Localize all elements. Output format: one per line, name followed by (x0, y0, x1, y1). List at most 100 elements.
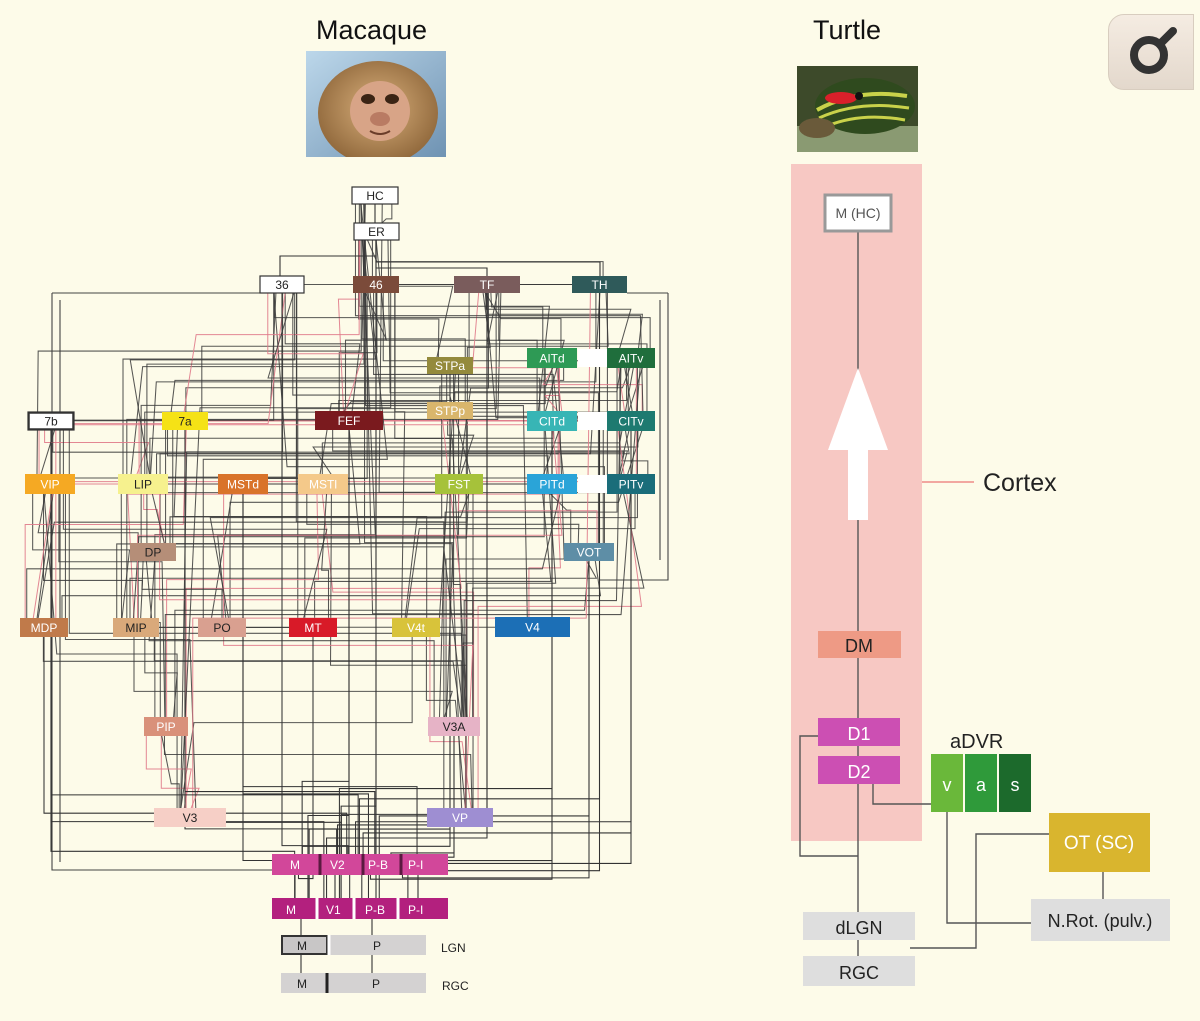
macaque-area-label: MDP (31, 621, 58, 635)
turtle-title: Turtle (813, 15, 882, 45)
svg-text:dLGN: dLGN (835, 918, 882, 938)
v2-cell-pi: P-I (408, 858, 423, 872)
macaque-area-label: AITd (539, 352, 564, 366)
macaque-area-label: FST (448, 478, 471, 492)
rgc-cell-p: P (372, 977, 380, 991)
macaque-area-label: V4t (407, 621, 426, 635)
v2-row[interactable]: M V2 P-B P-I (272, 854, 448, 875)
lgn-label: LGN (441, 941, 466, 955)
v2-cell-m: M (290, 858, 300, 872)
svg-text:D2: D2 (847, 762, 870, 782)
macaque-area-v3[interactable]: V3 (154, 808, 226, 827)
macaque-area-label: STPp (435, 404, 465, 418)
macaque-area-mip[interactable]: MIP (113, 618, 159, 637)
up-arrow-icon (828, 368, 888, 520)
rgc-row[interactable]: M P RGC (281, 973, 469, 993)
macaque-area-7a[interactable]: 7a (162, 412, 208, 430)
v2-cell-pb: P-B (368, 858, 388, 872)
macaque-area-label: CITv (618, 415, 643, 429)
v1-row[interactable]: M V1 P-B P-I (272, 898, 448, 919)
macaque-area-7b[interactable]: 7b (27, 411, 75, 431)
macaque-area-mstd[interactable]: MSTd (218, 474, 268, 494)
turtle-connections (799, 735, 1104, 949)
macaque-area-label: AITv (619, 352, 644, 366)
macaque-area-label: ER (368, 225, 385, 239)
macaque-area-36[interactable]: 36 (259, 275, 305, 294)
macaque-area-mt[interactable]: MT (289, 618, 337, 637)
macaque-area-vip[interactable]: VIP (25, 474, 75, 494)
lgn-row[interactable]: M P LGN (281, 935, 466, 955)
macaque-area-vot[interactable]: VOT (564, 543, 614, 561)
macaque-area-label: MT (304, 621, 322, 635)
macaque-photo (306, 51, 446, 157)
macaque-early-visual: M V2 P-B P-I M V1 P-B P-I M (272, 854, 469, 993)
macaque-area-aitv[interactable]: AITv (607, 348, 655, 368)
macaque-area-lip[interactable]: LIP (118, 474, 168, 494)
turtle-area-m-hc[interactable]: M (HC) (823, 193, 893, 233)
turtle-area-dlgn[interactable]: dLGN (803, 912, 915, 940)
svg-text:RGC: RGC (839, 963, 879, 983)
macaque-area-mdp[interactable]: MDP (20, 618, 68, 637)
macaque-area-citv[interactable]: CITv (607, 411, 655, 431)
lookup-button[interactable] (1108, 14, 1194, 90)
macaque-area-aitd[interactable]: AITd (527, 348, 577, 368)
macaque-area-label: 46 (369, 278, 383, 292)
macaque-area-label: PIP (156, 720, 175, 734)
advr-group[interactable]: v a s (931, 754, 1031, 812)
svg-text:M (HC): M (HC) (835, 205, 880, 221)
turtle-area-ot-sc[interactable]: OT (SC) (1049, 813, 1150, 872)
advr-a: a (976, 775, 987, 795)
macaque-area-stpa[interactable]: STPa (427, 357, 473, 374)
macaque-area-label: PO (213, 621, 230, 635)
turtle-area-d1[interactable]: D1 (818, 718, 900, 746)
lgn-cell-m: M (297, 939, 307, 953)
turtle-area-d2[interactable]: D2 (818, 756, 900, 784)
macaque-area-fst[interactable]: FST (435, 474, 483, 494)
macaque-area-dp[interactable]: DP (130, 543, 176, 561)
macaque-area-mstl[interactable]: MSTl (298, 474, 348, 494)
turtle-area-rgc[interactable]: RGC (803, 956, 915, 986)
turtle-photo (797, 66, 918, 152)
svg-text:D1: D1 (847, 724, 870, 744)
rgc-label: RGC (442, 979, 469, 993)
macaque-area-label: PITv (619, 478, 644, 492)
svg-text:OT (SC): OT (SC) (1064, 833, 1134, 854)
macaque-area-label: HC (366, 189, 384, 203)
macaque-area-label: VIP (40, 478, 59, 492)
macaque-area-label: TF (480, 278, 495, 292)
v1-cell-m: M (286, 903, 296, 917)
turtle-area-nrot[interactable]: N.Rot. (pulv.) (1031, 899, 1170, 941)
macaque-area-hc[interactable]: HC (351, 186, 399, 205)
macaque-area-pip[interactable]: PIP (144, 717, 188, 736)
macaque-area-v4t[interactable]: V4t (392, 618, 440, 637)
macaque-area-label: PITd (539, 478, 564, 492)
macaque-area-label: DP (145, 546, 162, 560)
macaque-area-po[interactable]: PO (198, 618, 246, 637)
v2-cell-v2: V2 (330, 858, 345, 872)
turtle-area-dm[interactable]: DM (818, 631, 901, 658)
macaque-area-label: MSTd (227, 478, 259, 492)
svg-text:N.Rot. (pulv.): N.Rot. (pulv.) (1048, 911, 1153, 931)
macaque-area-v4[interactable]: V4 (495, 617, 570, 637)
advr-title: aDVR (950, 731, 1003, 753)
macaque-area-vp[interactable]: VP (427, 808, 493, 827)
macaque-area-citd[interactable]: CITd (527, 411, 577, 431)
macaque-area-label: VOT (577, 546, 602, 560)
macaque-area-fef[interactable]: FEF (315, 411, 383, 430)
macaque-area-label: TH (592, 278, 608, 292)
macaque-area-er[interactable]: ER (353, 222, 400, 241)
macaque-area-pitd[interactable]: PITd (527, 474, 577, 494)
v1-cell-pi: P-I (408, 903, 423, 917)
advr-s: s (1011, 775, 1020, 795)
macaque-area-stpp[interactable]: STPp (427, 402, 473, 419)
lgn-cell-p: P (373, 939, 381, 953)
macaque-area-tf[interactable]: TF (454, 276, 520, 293)
macaque-area-46[interactable]: 46 (353, 276, 399, 293)
macaque-area-pitv[interactable]: PITv (607, 474, 655, 494)
macaque-area-th[interactable]: TH (572, 276, 627, 293)
svg-text:DM: DM (845, 636, 873, 656)
macaque-area-v3a[interactable]: V3A (428, 717, 480, 736)
